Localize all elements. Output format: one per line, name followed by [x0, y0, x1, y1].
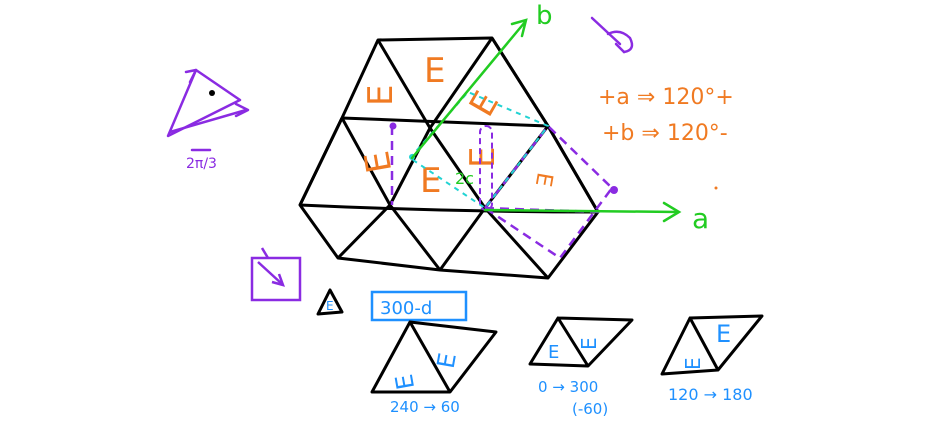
rotation-icon — [590, 16, 634, 54]
a-axis-label: a — [692, 202, 709, 235]
svg-text:E: E — [326, 299, 334, 313]
rules-block: +a ⇒ 120°+ +b ⇒ 120°- — [598, 85, 734, 146]
rule-line-2: +b ⇒ 120°- — [602, 121, 728, 146]
transform-example-3: E E 120 → 180 — [660, 314, 764, 404]
tile-letter-top: E — [424, 51, 445, 91]
rule-line-1: +a ⇒ 120°+ — [598, 85, 734, 110]
svg-text:E: E — [390, 372, 420, 392]
svg-text:E: E — [432, 351, 462, 371]
svg-text:E: E — [716, 320, 731, 348]
mirror-square-icon — [250, 247, 302, 302]
inner-label-2c: 2c — [455, 169, 474, 188]
b-axis-arrow — [410, 20, 527, 160]
label-box: 300-d — [370, 290, 468, 322]
small-triangle-icon: E — [316, 288, 344, 316]
svg-text:E: E — [577, 337, 601, 350]
left-fraction: 2π/3 — [186, 156, 217, 172]
green-axes — [410, 18, 682, 223]
tile-letter-center-right: E — [463, 147, 503, 168]
left-rotation-sketch — [166, 68, 250, 152]
left-sketch-dot — [209, 90, 215, 96]
transform-caption-1: 240 → 60 — [390, 398, 460, 416]
cyan-dashed-lines — [408, 90, 550, 210]
triangle-lattice — [298, 36, 600, 280]
a-axis-arrow — [483, 208, 680, 214]
purple-dot-right — [610, 186, 618, 194]
transform-example-1: E E 240 → 60 — [370, 320, 498, 416]
purple-dot-left — [389, 122, 397, 130]
tile-letter-right: E — [530, 170, 557, 188]
svg-text:E: E — [548, 342, 559, 363]
transform-example-2: E E 0 → 300 (-60) — [528, 316, 634, 418]
transform-caption-3: 120 → 180 — [668, 385, 753, 404]
b-axis-label: b — [536, 1, 553, 31]
orange-speck — [714, 186, 718, 190]
tile-letter-center: E — [420, 161, 441, 201]
svg-text:E: E — [681, 357, 705, 370]
tile-letter-mid-left: E — [357, 148, 400, 176]
tile-letter-upper-left: E — [361, 85, 401, 106]
label-box-text: 300-d — [380, 298, 432, 319]
transform-caption-2-sub: (-60) — [572, 400, 608, 418]
transform-caption-2: 0 → 300 — [538, 378, 598, 396]
